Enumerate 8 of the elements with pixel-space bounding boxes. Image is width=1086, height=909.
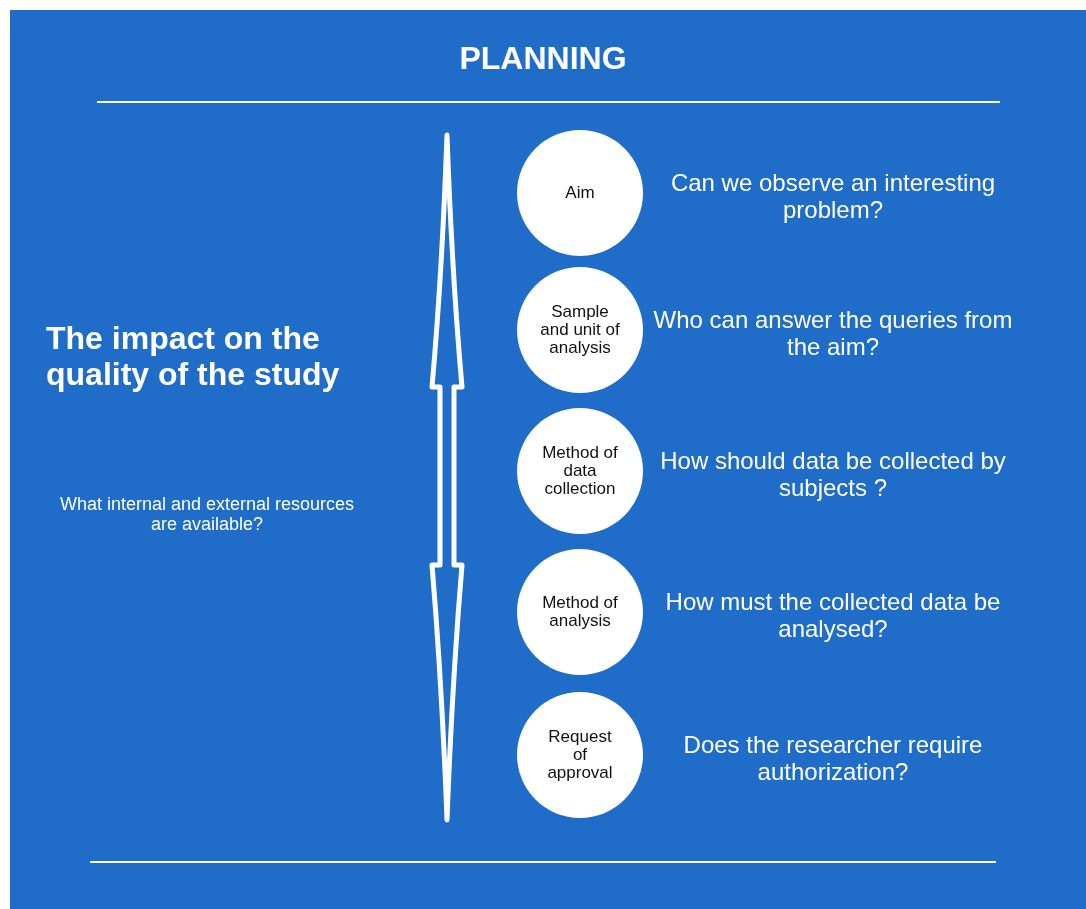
note-text: What internal and external resources are available? bbox=[58, 494, 356, 534]
question-text: Who can answer the queries from the aim? bbox=[652, 306, 1014, 360]
heading-text: The impact on the quality of the study bbox=[46, 320, 341, 392]
question-text: How should data be collected by subjects ? bbox=[659, 447, 1007, 501]
question-text: Can we observe an interesting problem? bbox=[669, 169, 997, 223]
question-text: How must the collected data be analysed? bbox=[664, 588, 1002, 642]
title: PLANNING bbox=[458, 40, 628, 77]
question-text: Does the researcher require authorization? bbox=[682, 731, 984, 785]
